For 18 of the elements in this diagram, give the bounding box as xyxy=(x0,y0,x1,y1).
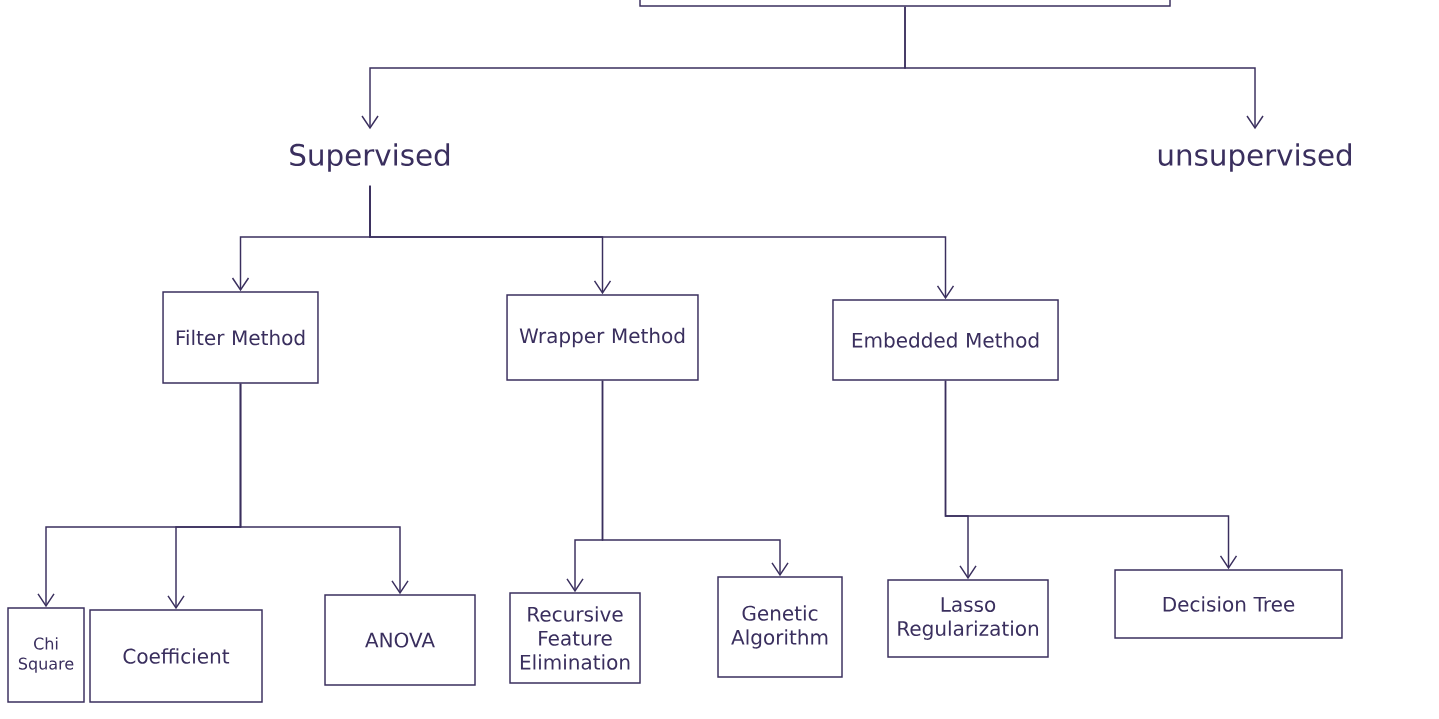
arrow xyxy=(904,6,1264,130)
method-box: Genetic Algorithm xyxy=(717,576,843,678)
method-box: Coefficient xyxy=(89,609,263,703)
method-box: Wrapper Method xyxy=(506,294,699,381)
method-box: Recursive Feature Elimination xyxy=(509,592,641,684)
method-box: Chi Square xyxy=(7,607,85,703)
arrow xyxy=(239,382,409,595)
arrow xyxy=(369,184,955,300)
category-label: unsupervised xyxy=(1158,143,1351,172)
method-box: ANOVA xyxy=(324,594,476,686)
method-box: Filter Method xyxy=(162,291,319,384)
category-label: Supervised xyxy=(290,143,450,172)
box xyxy=(639,0,1171,7)
arrow xyxy=(601,380,789,577)
method-box: Decision Tree xyxy=(1114,569,1343,639)
arrow xyxy=(944,380,1238,570)
method-box: Lasso Regularization xyxy=(887,579,1049,658)
method-box: Embedded Method xyxy=(832,299,1059,381)
